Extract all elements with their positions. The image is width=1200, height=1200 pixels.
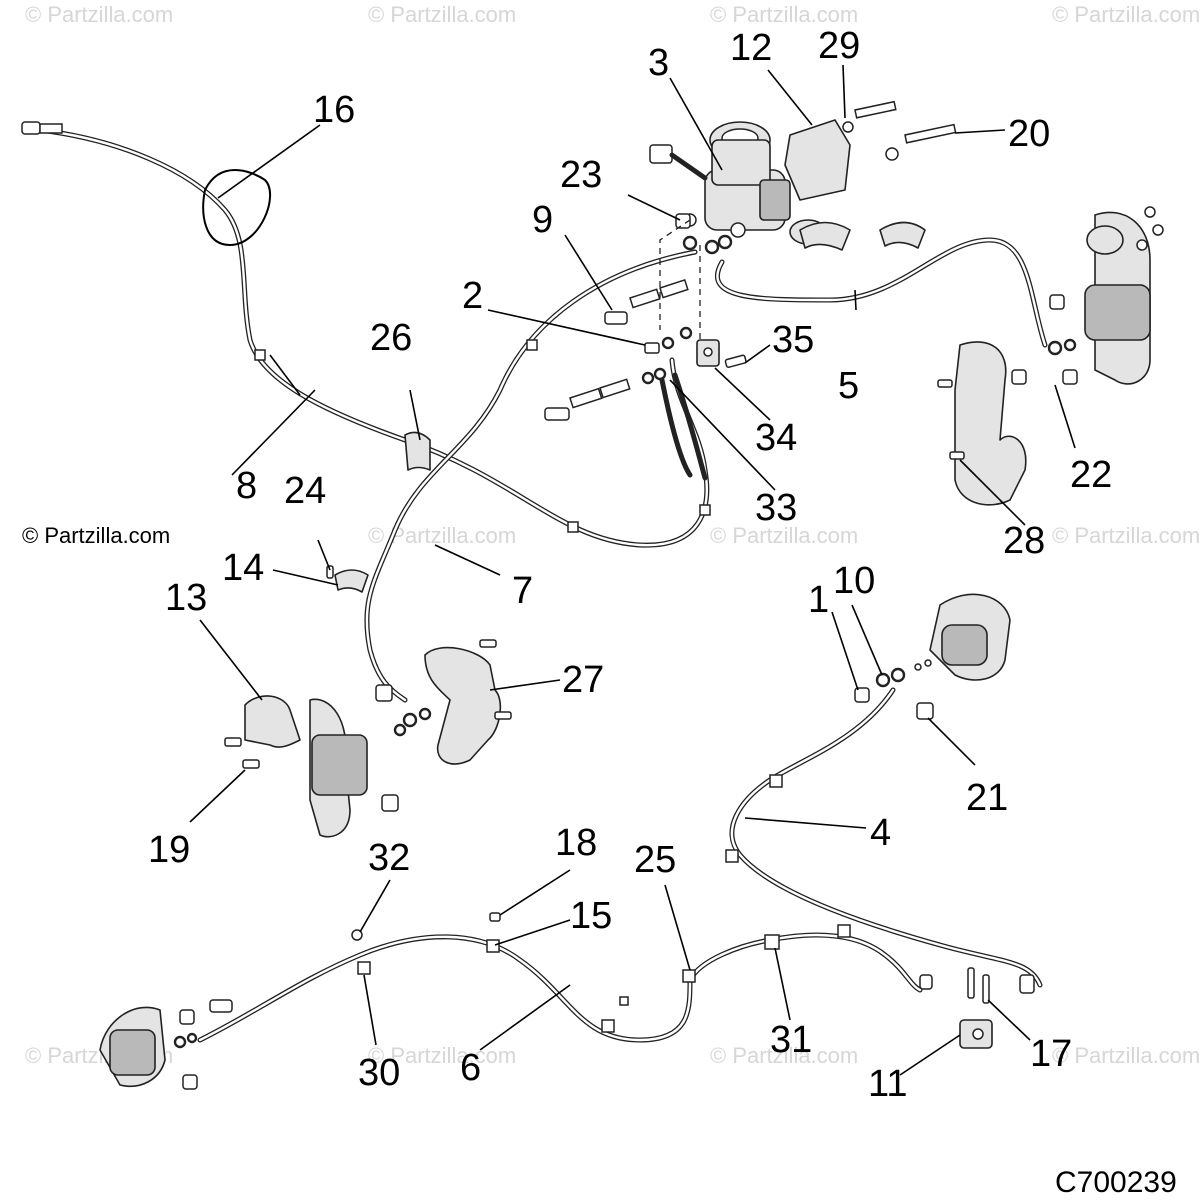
callout-21[interactable]: 21 — [966, 777, 1008, 819]
diagram-code: C700239 — [1055, 1166, 1177, 1199]
hose-end-fitting — [21, 121, 63, 135]
callout-35[interactable]: 35 — [772, 319, 814, 361]
clamp — [799, 221, 926, 251]
banjo-fitting-9 — [604, 279, 689, 325]
bolt-29 — [842, 100, 897, 133]
callout-22[interactable]: 22 — [1070, 454, 1112, 496]
caliper-right-middle — [854, 593, 1011, 720]
copyright-text: © Partzilla.com — [22, 523, 170, 548]
callout-14[interactable]: 14 — [222, 547, 264, 589]
fittings-right-top — [1011, 294, 1078, 385]
bolts-17 — [967, 967, 990, 1004]
brake-line-4 — [729, 687, 1043, 988]
callout-33[interactable]: 33 — [755, 487, 797, 529]
callout-3[interactable]: 3 — [648, 42, 669, 84]
watermark-text: © Partzilla.com — [25, 2, 173, 27]
watermark-text: © Partzilla.com — [710, 523, 858, 548]
caliper-guard-28 — [937, 341, 1027, 506]
fitting-23 — [675, 213, 691, 229]
callout-18[interactable]: 18 — [555, 822, 597, 864]
caliper-guard-27 — [424, 639, 512, 765]
line-clips — [254, 339, 1035, 1033]
callout-23[interactable]: 23 — [560, 154, 602, 196]
callout-17[interactable]: 17 — [1030, 1033, 1072, 1075]
callout-9[interactable]: 9 — [532, 199, 553, 241]
brake-line-7 — [364, 249, 698, 703]
bracket-12 — [784, 119, 851, 201]
callout-20[interactable]: 20 — [1008, 113, 1050, 155]
bolt-24 — [326, 565, 334, 579]
callout-25[interactable]: 25 — [634, 839, 676, 881]
watermark-text: © Partzilla.com — [368, 2, 516, 27]
callout-31[interactable]: 31 — [770, 1019, 812, 1061]
callout-7[interactable]: 7 — [512, 570, 533, 612]
junction-block-34 — [696, 339, 720, 367]
brake-line-5 — [714, 237, 1048, 348]
watermark-text: © Partzilla.com — [1052, 2, 1200, 27]
callout-30[interactable]: 30 — [358, 1052, 400, 1094]
bolt-35 — [724, 354, 747, 369]
callout-11[interactable]: 11 — [868, 1063, 907, 1105]
brake-line-33 — [659, 372, 708, 481]
watermark-text: © Partzilla.com — [1052, 523, 1200, 548]
callout-10[interactable]: 10 — [833, 560, 875, 602]
watermark-text: © Partzilla.com — [710, 2, 858, 27]
callout-16[interactable]: 16 — [313, 89, 355, 131]
callout-28[interactable]: 28 — [1003, 520, 1045, 562]
watermark-text: © Partzilla.com — [710, 1043, 858, 1068]
assembly-lines — [659, 219, 701, 340]
callout-12[interactable]: 12 — [730, 27, 772, 69]
callout-4[interactable]: 4 — [870, 812, 891, 854]
washers — [682, 234, 733, 255]
callout-24[interactable]: 24 — [284, 470, 326, 512]
leader-lines — [189, 64, 1076, 1076]
callout-19[interactable]: 19 — [148, 829, 190, 871]
caliper-right-top — [1084, 206, 1164, 385]
banjo-fitting-2 — [644, 326, 693, 354]
clip-16 — [202, 169, 271, 247]
callout-6[interactable]: 6 — [460, 1047, 481, 1089]
brake-line-6 — [197, 932, 923, 1043]
callout-26[interactable]: 26 — [370, 317, 412, 359]
fitting-left-center — [544, 367, 667, 421]
callout-8[interactable]: 8 — [236, 465, 257, 507]
callout-29[interactable]: 29 — [818, 25, 860, 67]
watermark-text: © Partzilla.com — [368, 1043, 516, 1068]
callout-13[interactable]: 13 — [165, 577, 207, 619]
callout-15[interactable]: 15 — [570, 895, 612, 937]
callout-numbers: 16 3 12 29 20 23 9 2 26 35 5 34 22 8 24 … — [148, 25, 1112, 1105]
callout-27[interactable]: 27 — [562, 659, 604, 701]
callout-5[interactable]: 5 — [838, 365, 859, 407]
caliper-bottom-left — [99, 999, 233, 1090]
callout-34[interactable]: 34 — [755, 417, 797, 459]
callout-1[interactable]: 1 — [808, 579, 829, 621]
watermark-text: © Partzilla.com — [1052, 1043, 1200, 1068]
bolt-20 — [885, 123, 957, 161]
callout-2[interactable]: 2 — [462, 275, 483, 317]
block-11 — [959, 1019, 993, 1049]
callout-32[interactable]: 32 — [368, 837, 410, 879]
caliper-left — [224, 684, 432, 838]
master-cylinder-3 — [649, 121, 827, 245]
